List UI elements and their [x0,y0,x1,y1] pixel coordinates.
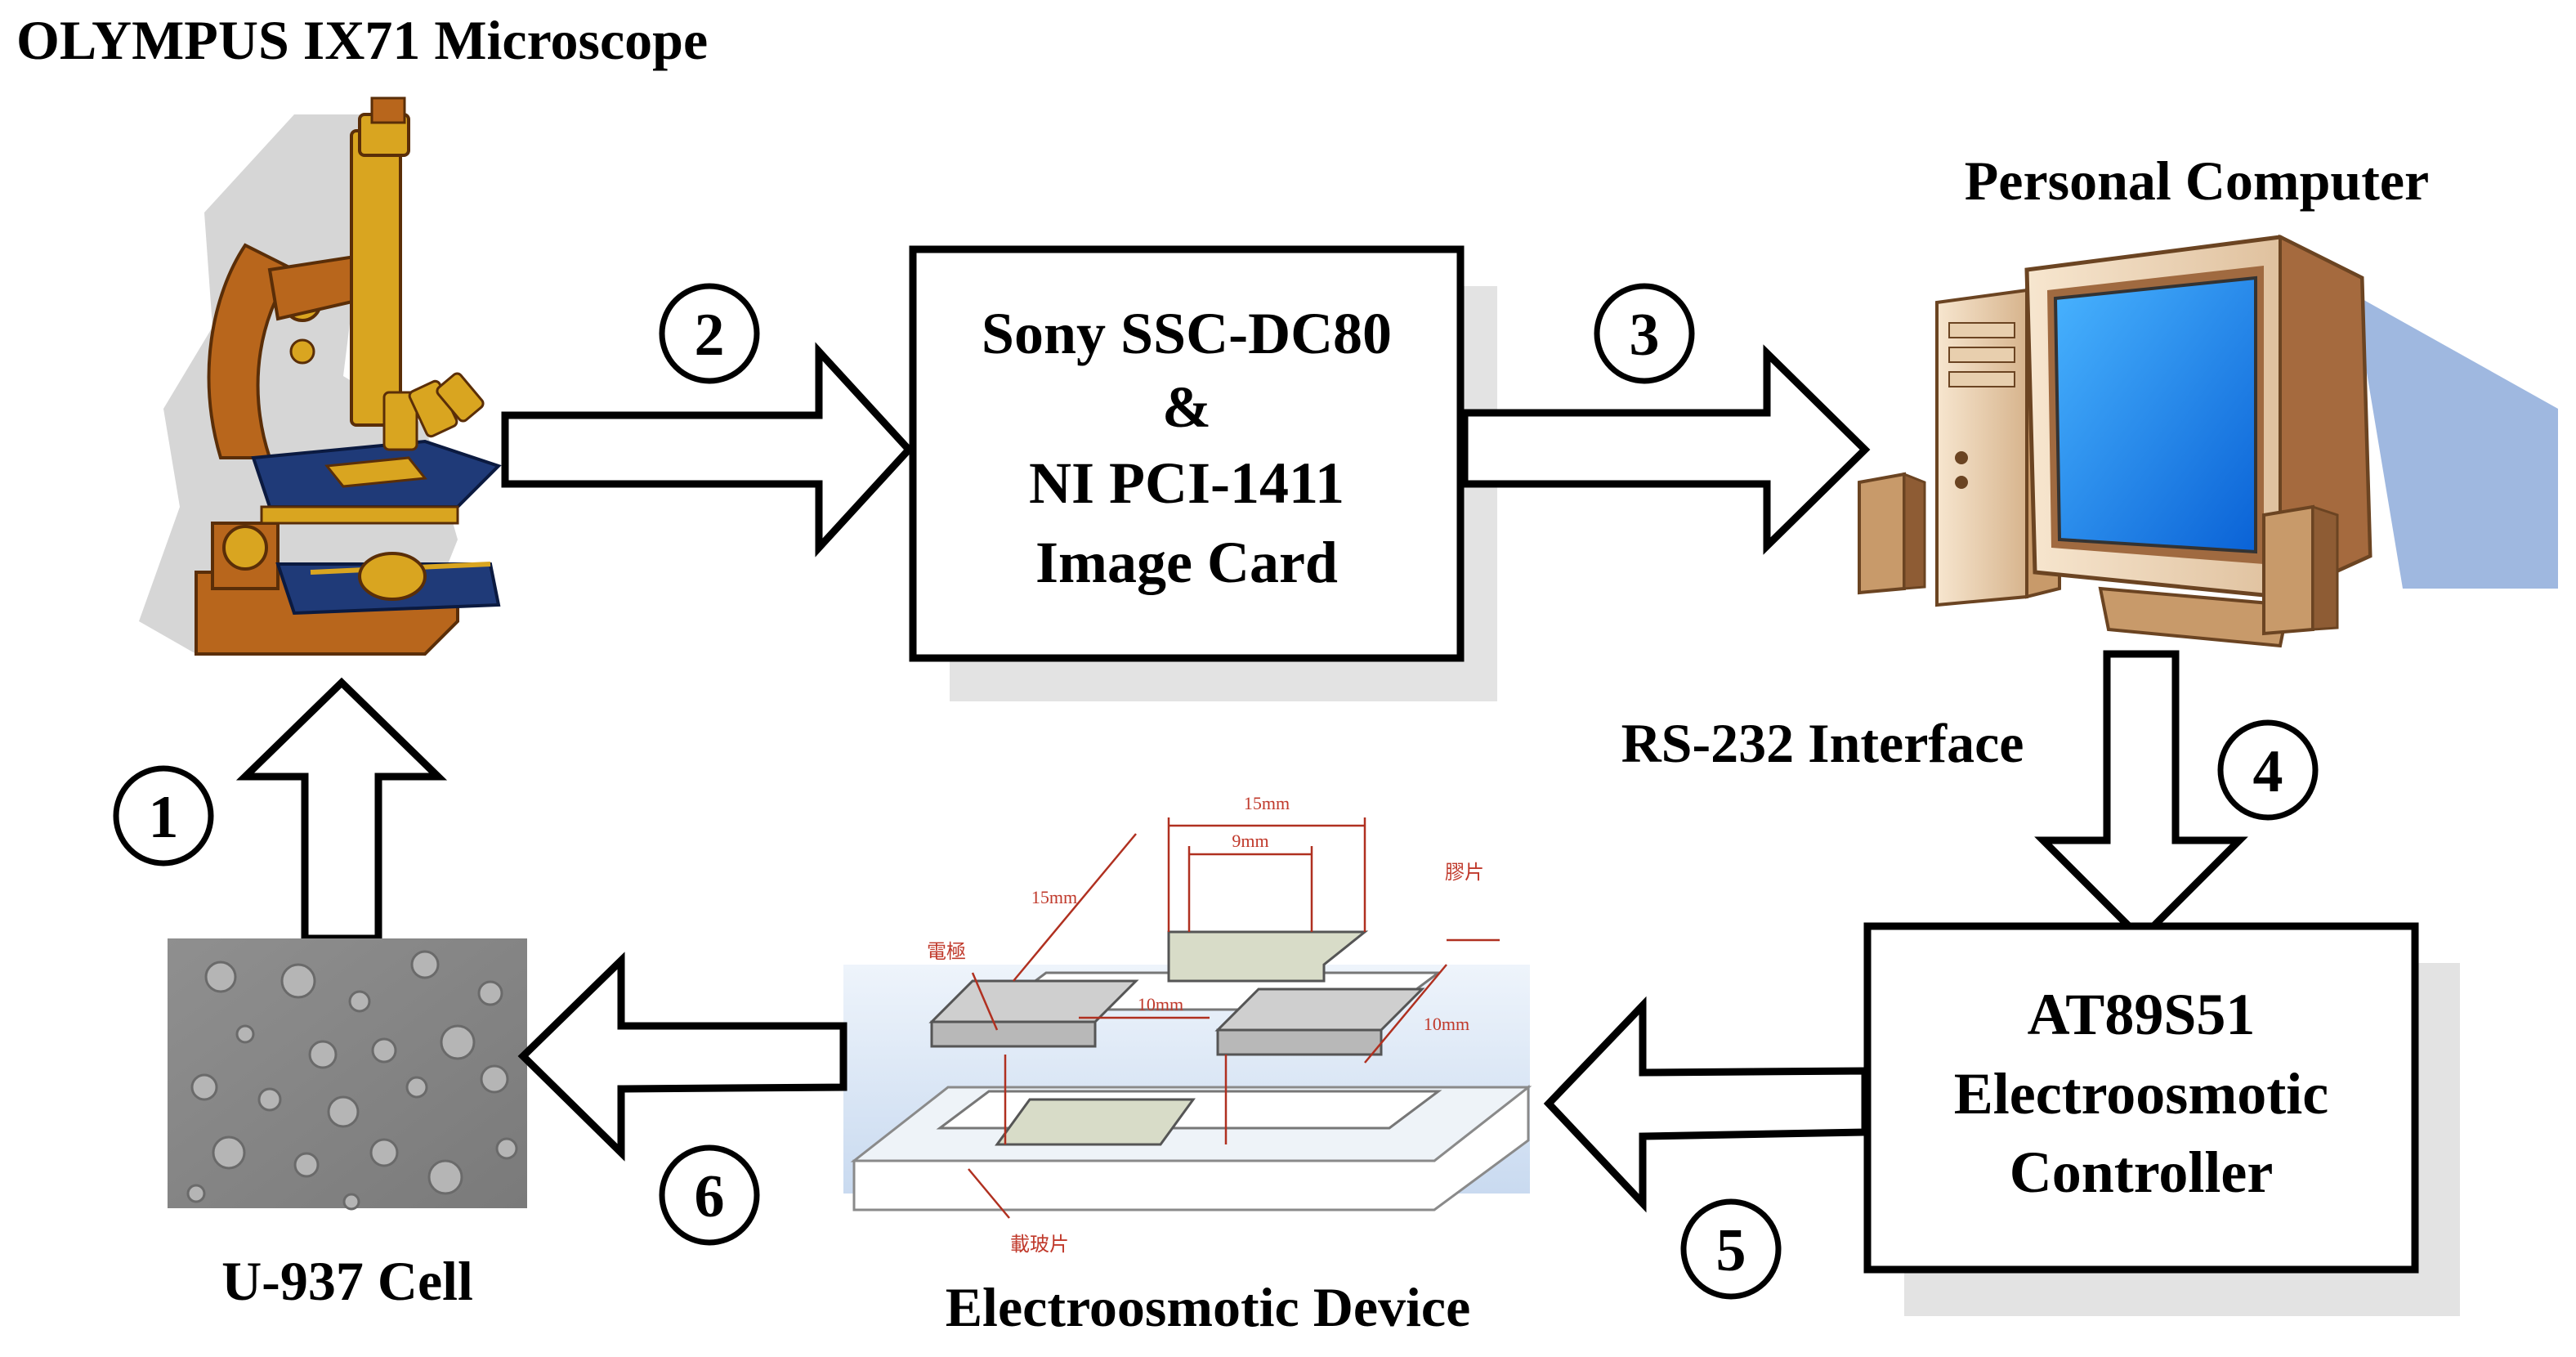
svg-text:4: 4 [2253,738,2283,805]
arrow-1 [235,677,448,943]
step-badge-3: 3 [1594,283,1695,384]
controller-box: AT89S51 Electroosmotic Controller [1863,922,2460,1316]
step-badge-5: 5 [1680,1198,1782,1300]
arrow-3 [1460,344,1871,555]
svg-text:Electroosmotic: Electroosmotic [1954,1061,2329,1126]
step-badge-2: 2 [659,283,760,384]
svg-text:Image Card: Image Card [1035,530,1338,595]
svg-text:3: 3 [1630,302,1660,369]
svg-text:10mm: 10mm [1424,1014,1469,1034]
svg-text:10mm: 10mm [1138,994,1183,1014]
computer-illustration [1858,234,2558,648]
step-badge-6: 6 [659,1144,760,1246]
svg-text:6: 6 [695,1163,725,1230]
arrow-6 [517,952,847,1162]
step-badge-4: 4 [2217,719,2319,821]
microscope-title: OLYMPUS IX71 Microscope [16,9,708,71]
interface-label: RS-232 Interface [1621,712,2024,774]
svg-text:Sony SSC-DC80: Sony SSC-DC80 [982,301,1392,366]
cell-image [168,938,527,1211]
microscope-illustration [139,96,502,656]
svg-text:9mm: 9mm [1232,831,1268,851]
svg-text:AT89S51: AT89S51 [2028,982,2256,1047]
computer-title: Personal Computer [1965,150,2429,212]
device-illustration: 15mm 9mm 15mm 10mm 10mm 電極 膠片 載玻片 [843,793,1532,1256]
svg-text:電極: 電極 [927,941,966,963]
svg-text:1: 1 [149,784,179,851]
svg-text:15mm: 15mm [1244,793,1290,813]
svg-text:載玻片: 載玻片 [1010,1234,1069,1256]
cell-title: U-937 Cell [221,1250,473,1312]
step-badge-1: 1 [113,765,214,867]
svg-text:&: & [1162,374,1211,440]
svg-text:2: 2 [695,302,725,369]
svg-text:膠片: 膠片 [1445,862,1484,884]
svg-text:5: 5 [1716,1217,1746,1284]
device-title: Electroosmotic Device [946,1276,1471,1338]
camera-imagecard-box: Sony SSC-DC80 & NI PCI-1411 Image Card [909,245,1497,701]
svg-text:NI PCI-1411: NI PCI-1411 [1029,450,1344,516]
arrow-2 [501,342,915,558]
arrow-4 [2034,650,2248,944]
svg-text:Controller: Controller [2010,1140,2274,1205]
arrow-5 [1543,996,1869,1213]
svg-text:15mm: 15mm [1031,887,1077,907]
